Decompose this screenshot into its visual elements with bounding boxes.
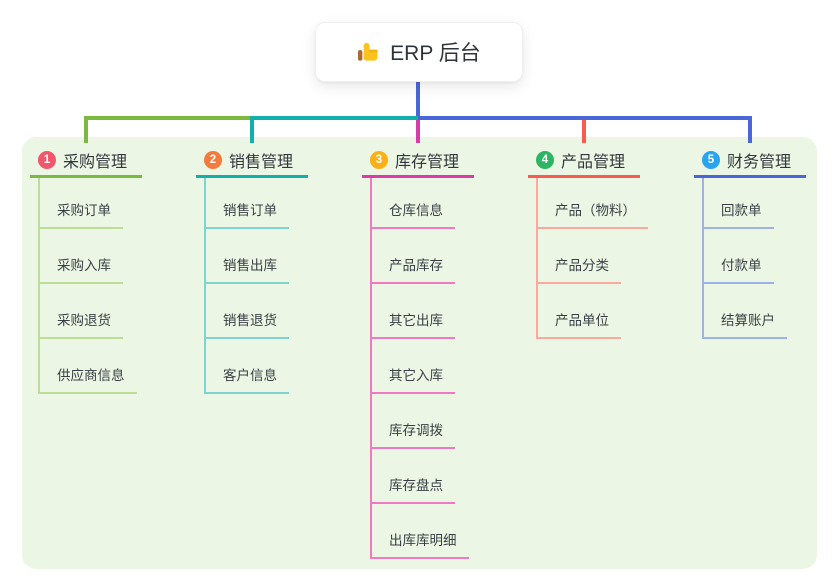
child-node-label: 销售订单 [223, 203, 277, 218]
child-node-label: 产品库存 [389, 258, 443, 273]
child-node-label: 回款单 [721, 203, 762, 218]
child-node[interactable]: 销售订单 [206, 178, 289, 229]
child-node-label: 仓库信息 [389, 203, 443, 218]
connector-horizontal [250, 116, 418, 120]
branch-title[interactable]: 1 采购管理 [30, 145, 142, 178]
branch-title-label: 产品管理 [561, 154, 626, 171]
child-node[interactable]: 出库库明细 [372, 504, 469, 559]
child-node-label: 采购入库 [57, 258, 111, 273]
branch-number-badge: 1 [38, 151, 56, 169]
branch-5: 5 财务管理回款单付款单结算账户 [694, 145, 806, 339]
child-node[interactable]: 销售出库 [206, 229, 289, 284]
child-node[interactable]: 其它入库 [372, 339, 455, 394]
branch-4: 4 产品管理产品（物料） 产品分类产品单位 [528, 145, 648, 339]
child-node-label: 库存盘点 [389, 478, 443, 493]
branch-title[interactable]: 2 销售管理 [196, 145, 308, 178]
branch-title[interactable]: 3 库存管理 [362, 145, 474, 178]
connector-stub [84, 116, 88, 143]
branch-title-label: 财务管理 [727, 154, 792, 171]
child-node-label: 采购退货 [57, 313, 111, 328]
child-node[interactable]: 产品单位 [538, 284, 621, 339]
branch-title[interactable]: 4 产品管理 [528, 145, 640, 178]
connector-stub [250, 116, 254, 143]
connector-horizontal [84, 116, 250, 120]
branch-title[interactable]: 5 财务管理 [694, 145, 806, 178]
mindmap-panel [22, 137, 817, 569]
child-node[interactable]: 库存调拨 [372, 394, 455, 449]
connector-stub [582, 120, 586, 143]
branch-1: 1 采购管理采购订单采购入库采购退货供应商信息 [30, 145, 142, 394]
branch-children: 回款单付款单结算账户 [702, 178, 806, 339]
child-node[interactable]: 付款单 [704, 229, 774, 284]
child-node-label: 其它入库 [389, 368, 443, 383]
child-node-label: 产品分类 [555, 258, 609, 273]
child-node[interactable]: 采购入库 [40, 229, 123, 284]
child-node-label: 产品（物料） [555, 203, 636, 218]
branch-number-badge: 5 [702, 151, 720, 169]
connector-stub [416, 120, 420, 143]
child-node[interactable]: 库存盘点 [372, 449, 455, 504]
child-node[interactable]: 采购退货 [40, 284, 123, 339]
branch-3: 3 库存管理仓库信息产品库存其它出库其它入库库存调拨库存盘点出库库明细 [362, 145, 474, 559]
child-node[interactable]: 结算账户 [704, 284, 787, 339]
child-node[interactable]: 客户信息 [206, 339, 289, 394]
branch-number-badge: 2 [204, 151, 222, 169]
branch-title-label: 库存管理 [395, 154, 460, 171]
branch-children: 采购订单采购入库采购退货供应商信息 [38, 178, 142, 394]
child-node[interactable]: 产品分类 [538, 229, 621, 284]
child-node[interactable]: 仓库信息 [372, 178, 455, 229]
child-node[interactable]: 产品（物料） [538, 178, 648, 229]
child-node[interactable]: 其它出库 [372, 284, 455, 339]
child-node-label: 客户信息 [223, 368, 277, 383]
connector-horizontal [418, 116, 752, 120]
branch-number-badge: 4 [536, 151, 554, 169]
branch-title-label: 采购管理 [63, 154, 128, 171]
branch-title-label: 销售管理 [229, 154, 294, 171]
branch-number-badge: 3 [370, 151, 388, 169]
child-node[interactable]: 回款单 [704, 178, 774, 229]
child-node[interactable]: 产品库存 [372, 229, 455, 284]
child-node[interactable]: 供应商信息 [40, 339, 137, 394]
branch-2: 2 销售管理销售订单销售出库销售退货客户信息 [196, 145, 308, 394]
child-node[interactable]: 销售退货 [206, 284, 289, 339]
branch-children: 产品（物料） 产品分类产品单位 [536, 178, 648, 339]
child-node-label: 结算账户 [721, 313, 775, 328]
child-node-label: 销售出库 [223, 258, 277, 273]
root-connector-line [416, 82, 420, 120]
child-node-label: 其它出库 [389, 313, 443, 328]
child-node-label: 出库库明细 [389, 533, 457, 548]
thumbs-up-icon [357, 41, 380, 64]
child-node-label: 采购订单 [57, 203, 111, 218]
child-node[interactable]: 采购订单 [40, 178, 123, 229]
child-node-label: 付款单 [721, 258, 762, 273]
connector-stub [748, 116, 752, 143]
branch-children: 销售订单销售出库销售退货客户信息 [204, 178, 308, 394]
child-node-label: 产品单位 [555, 313, 609, 328]
child-node-label: 库存调拨 [389, 423, 443, 438]
root-node[interactable]: ERP 后台 [315, 22, 523, 82]
child-node-label: 销售退货 [223, 313, 277, 328]
child-node-label: 供应商信息 [57, 368, 125, 383]
branch-children: 仓库信息产品库存其它出库其它入库库存调拨库存盘点出库库明细 [370, 178, 474, 559]
root-title: ERP 后台 [390, 42, 481, 65]
